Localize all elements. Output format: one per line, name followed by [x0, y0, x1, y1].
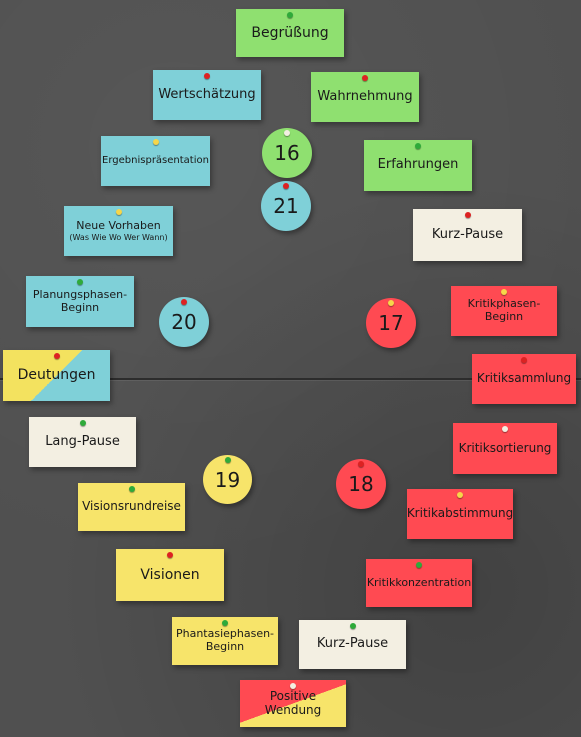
pin-icon	[415, 143, 421, 149]
pin-icon	[521, 357, 527, 363]
pin-icon	[290, 683, 296, 689]
card-kritikabstimmung: Kritikabstimmung	[407, 489, 513, 539]
pin-icon	[284, 130, 290, 136]
card-visionen: Visionen	[116, 549, 224, 601]
card-begruessung: Begrüßung	[236, 9, 344, 57]
card-deutungen: Deutungen	[3, 350, 110, 401]
pin-icon	[224, 457, 231, 463]
card-neue-vorhaben: Neue Vorhaben (Was Wie Wo Wer Wann)	[64, 206, 173, 256]
pin-icon	[349, 623, 356, 629]
card-wertschaetzung: Wertschätzung	[153, 70, 261, 120]
board-divider-line	[0, 378, 581, 380]
circle-21: 21	[261, 181, 311, 231]
pin-icon	[77, 279, 83, 285]
pin-icon	[115, 209, 122, 215]
pin-icon	[128, 486, 135, 492]
pin-icon	[362, 75, 368, 81]
card-kurz-pause-bottom: Kurz-Pause	[299, 620, 406, 669]
card-kritikphasen-beginn: Kritikphasen-Beginn	[451, 286, 557, 336]
card-kurz-pause-top: Kurz-Pause	[413, 209, 522, 261]
card-ergebnispraesentation: Ergebnispräsentation	[101, 136, 210, 186]
card-positive-wendung: Positive Wendung	[240, 680, 346, 727]
pin-icon	[167, 552, 173, 558]
pin-icon	[79, 420, 86, 426]
card-kritiksortierung: Kritiksortierung	[453, 423, 557, 474]
pin-icon	[222, 620, 228, 626]
pin-icon	[152, 139, 159, 145]
card-phantasiephasen-beginn: Phantasiephasen- Beginn	[172, 617, 278, 665]
pin-icon	[502, 426, 508, 432]
card-visionsrundreise: Visionsrundreise	[78, 483, 185, 531]
pin-icon	[388, 300, 394, 306]
circle-16: 16	[262, 128, 312, 178]
pin-icon	[416, 562, 422, 568]
pin-icon	[464, 212, 471, 218]
pin-icon	[358, 461, 364, 467]
pin-icon	[181, 299, 187, 305]
pin-icon	[204, 73, 210, 79]
pin-icon	[501, 289, 507, 295]
card-erfahrungen: Erfahrungen	[364, 140, 472, 191]
pin-icon	[283, 183, 289, 189]
circle-20: 20	[159, 297, 209, 347]
card-kritiksammlung: Kritiksammlung	[472, 354, 576, 404]
circle-18: 18	[336, 459, 386, 509]
circle-17: 17	[366, 298, 416, 348]
circle-19: 19	[203, 455, 252, 504]
pin-icon	[457, 492, 463, 498]
card-planungsphasen-beginn: Planungsphasen- Beginn	[26, 276, 134, 327]
pin-icon	[53, 353, 60, 359]
pin-icon	[287, 12, 293, 18]
card-kritikkonzentration: Kritikkonzentration	[366, 559, 472, 607]
card-lang-pause: Lang-Pause	[29, 417, 136, 467]
card-wahrnehmung: Wahrnehmung	[311, 72, 419, 122]
